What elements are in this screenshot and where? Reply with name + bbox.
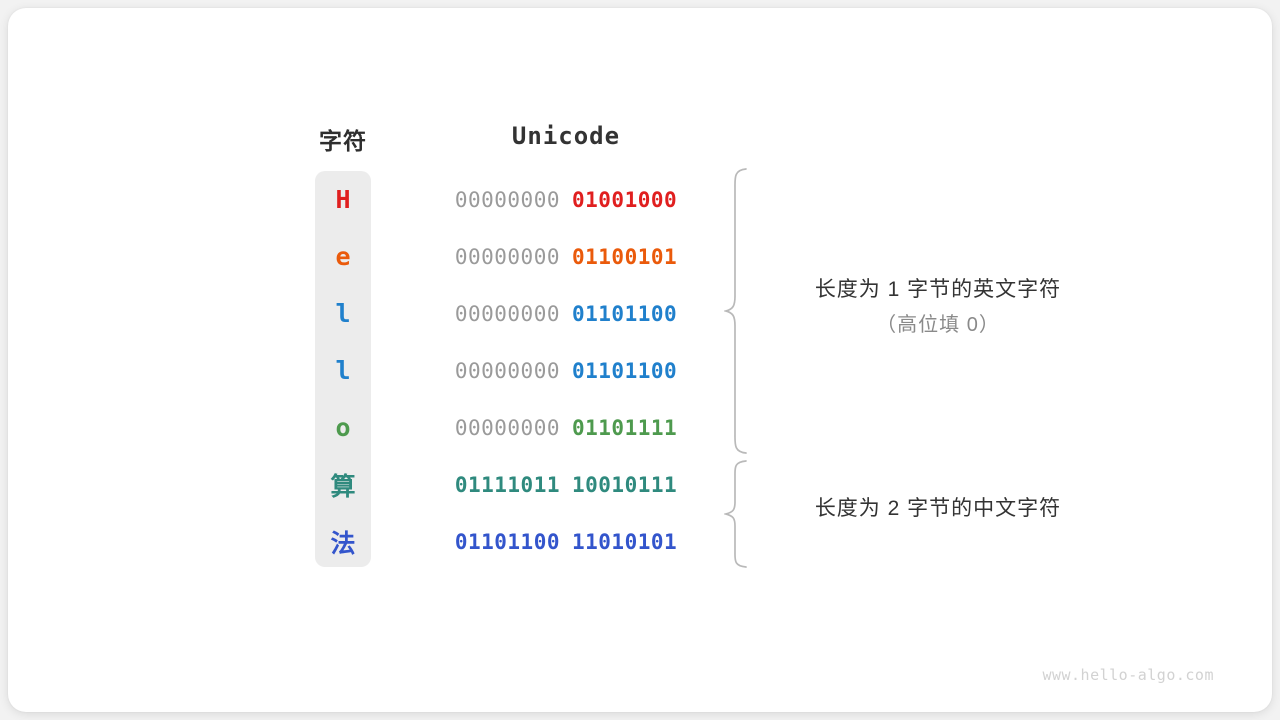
character-cell: 法	[330, 528, 356, 558]
unicode-binary-row: 00000000 01101100	[428, 342, 704, 399]
unicode-binary-row: 01101100 11010101	[428, 513, 704, 570]
unicode-low-byte: 10010111	[572, 472, 678, 497]
unicode-binary-row: 01111011 10010111	[428, 456, 704, 513]
character-cell: l	[335, 356, 351, 385]
unicode-low-byte: 11010101	[572, 529, 678, 554]
unicode-binary-row: 00000000 01001000	[428, 171, 704, 228]
unicode-high-byte: 00000000	[454, 301, 560, 326]
unicode-high-byte: 00000000	[454, 358, 560, 383]
unicode-high-byte: 01101100	[454, 529, 560, 554]
unicode-low-byte: 01101100	[572, 358, 678, 383]
annotation-one-byte-main: 长度为 1 字节的英文字符	[814, 278, 1062, 301]
unicode-binary-row: 00000000 01101111	[428, 399, 704, 456]
annotation-one-byte: 长度为 1 字节的英文字符 （高位填 0）	[768, 272, 1108, 342]
annotation-two-byte: 长度为 2 字节的中文字符	[768, 491, 1108, 527]
character-cell: e	[335, 242, 351, 271]
column-header-unicode: Unicode	[511, 122, 621, 150]
unicode-high-byte: 00000000	[454, 187, 560, 212]
unicode-low-byte: 01101100	[572, 301, 678, 326]
brace-two-byte	[724, 460, 747, 568]
unicode-high-byte: 00000000	[454, 415, 560, 440]
column-header-character: 字符	[319, 128, 367, 154]
character-column-capsule	[315, 171, 371, 567]
unicode-low-byte: 01101111	[572, 415, 678, 440]
character-cell: 算	[330, 471, 356, 501]
annotation-two-byte-main: 长度为 2 字节的中文字符	[814, 497, 1062, 520]
unicode-high-byte: 01111011	[454, 472, 560, 497]
unicode-binary-row: 00000000 01100101	[428, 228, 704, 285]
figure-card: 字符 Unicode H 00000000 01001000 e 00000000 011…	[8, 8, 1272, 712]
character-cell: l	[335, 299, 351, 328]
unicode-low-byte: 01100101	[572, 244, 678, 269]
annotation-one-byte-sub: （高位填 0）	[876, 314, 1000, 336]
character-cell: o	[335, 413, 351, 442]
character-cell: H	[335, 185, 351, 214]
brace-one-byte	[724, 168, 747, 454]
watermark-url: www.hello-algo.com	[1042, 666, 1214, 684]
unicode-high-byte: 00000000	[454, 244, 560, 269]
unicode-binary-row: 00000000 01101100	[428, 285, 704, 342]
unicode-low-byte: 01001000	[572, 187, 678, 212]
